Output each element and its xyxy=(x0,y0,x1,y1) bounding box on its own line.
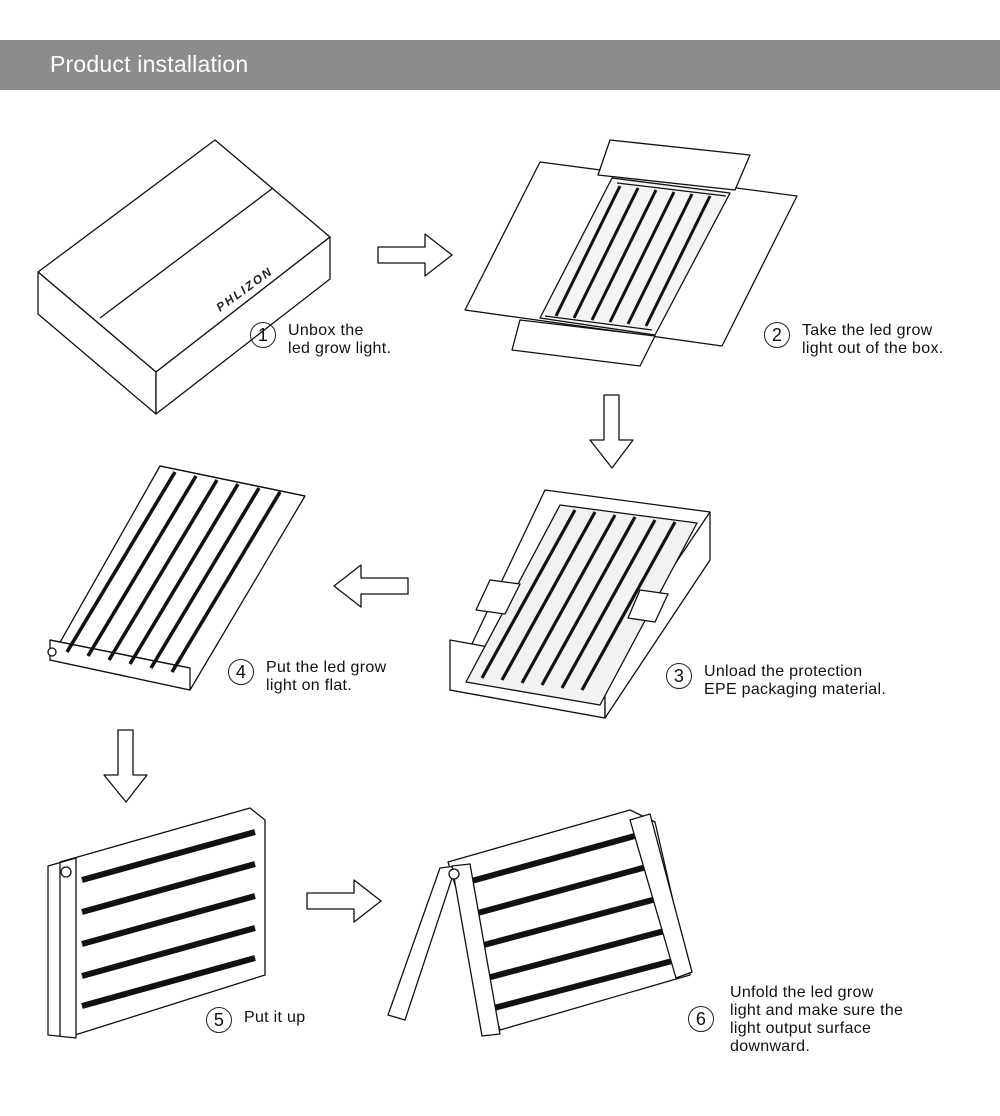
step-number-badge: 2 xyxy=(764,322,790,348)
step-text-line: led grow light. xyxy=(288,340,392,357)
step-text-line: Take the led grow xyxy=(802,322,933,339)
step-text-line: Unbox the xyxy=(288,322,364,339)
step-4: 4 Put the led grow light on flat. xyxy=(228,659,428,699)
step-number-badge: 6 xyxy=(688,1006,714,1032)
step-text-line: light output surface xyxy=(730,1020,872,1037)
step-2: 2 Take the led grow light out of the box… xyxy=(764,322,984,362)
epe-foam-illustration xyxy=(449,489,711,719)
step-text-line: Put it up xyxy=(244,1009,306,1026)
step-text-line: Unload the protection xyxy=(704,663,863,680)
arrow-right-icon xyxy=(377,233,453,277)
arrow-down-icon xyxy=(103,729,148,803)
step-number-badge: 1 xyxy=(250,322,276,348)
flat-light-illustration xyxy=(47,465,306,691)
step-text-line: EPE packaging material. xyxy=(704,681,887,698)
open-box-illustration xyxy=(464,139,798,367)
step-number-badge: 4 xyxy=(228,659,254,685)
step-text-line: light on flat. xyxy=(266,677,353,694)
step-text-line: downward. xyxy=(730,1038,811,1055)
step-text-line: light out of the box. xyxy=(802,340,944,357)
step-number-badge: 3 xyxy=(666,663,692,689)
step-5: 5 Put it up xyxy=(206,1007,346,1037)
a-frame-light-illustration xyxy=(387,809,693,1037)
standing-light-illustration xyxy=(47,807,266,1039)
step-text-line: Put the led grow xyxy=(266,659,387,676)
arrow-left-icon xyxy=(333,564,409,608)
step-1: 1 Unbox the led grow light. xyxy=(250,322,420,362)
arrow-right-icon xyxy=(306,879,382,923)
section-title: Product installation xyxy=(50,51,249,77)
arrow-down-icon xyxy=(589,394,634,469)
step-text-line: Unfold the led grow xyxy=(730,984,874,1001)
step-number-badge: 5 xyxy=(206,1007,232,1033)
section-header: Product installation xyxy=(0,40,1000,90)
step-text-line: light and make sure the xyxy=(730,1002,904,1019)
step-6: 6 Unfold the led grow light and make sur… xyxy=(688,984,958,1060)
step-3: 3 Unload the protection EPE packaging ma… xyxy=(666,663,946,703)
closed-box-illustration: PHLIZON xyxy=(37,139,331,415)
